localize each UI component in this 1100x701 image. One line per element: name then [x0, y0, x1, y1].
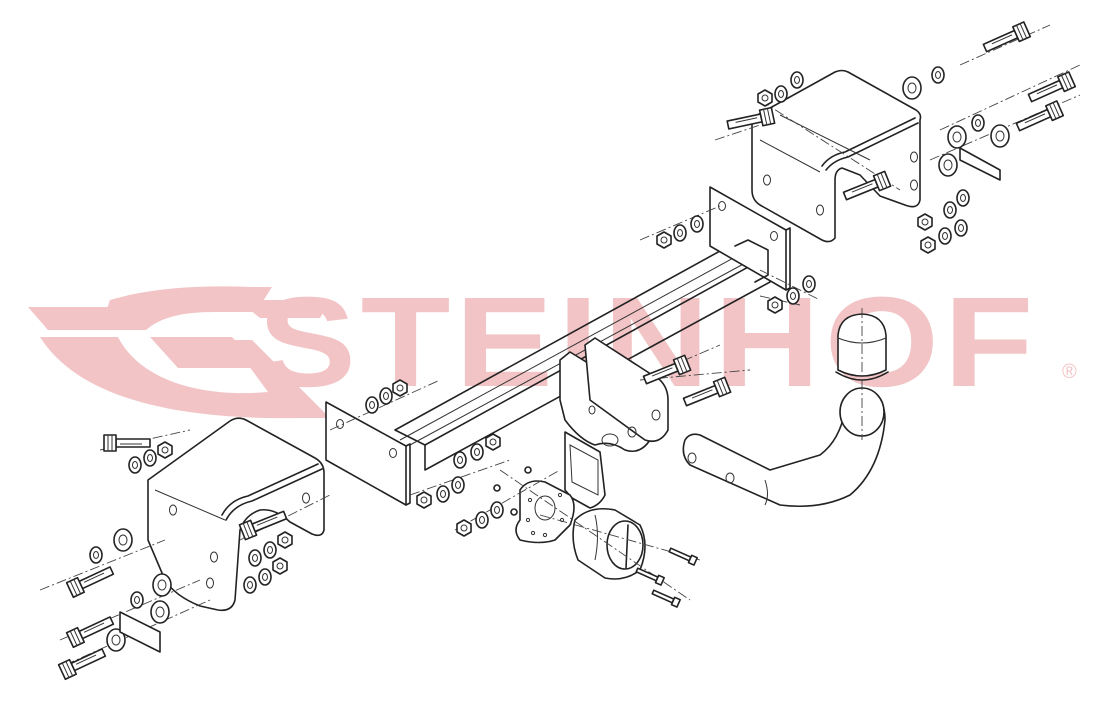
bolt-icon	[103, 434, 151, 452]
washer-icon	[490, 501, 504, 519]
washer-icon	[365, 396, 379, 414]
washer-icon	[451, 476, 465, 494]
washer-icon	[774, 85, 788, 103]
screw-icon	[650, 587, 682, 608]
nut-icon	[757, 89, 773, 107]
spacer-icon	[947, 125, 967, 149]
nut-icon	[767, 296, 783, 314]
electrical-socket	[572, 507, 646, 580]
center-receiver-plates	[559, 337, 669, 453]
spacer-icon	[152, 573, 172, 597]
bolt-icon	[980, 21, 1032, 57]
tow-ball-cap	[835, 308, 889, 440]
spacer-icon	[902, 76, 922, 100]
small-nut-icon	[493, 484, 501, 492]
washer-icon	[128, 456, 142, 474]
small-nut-icon	[524, 466, 532, 474]
socket-screws	[493, 466, 699, 608]
washer-icon	[673, 224, 687, 242]
nut-icon	[157, 441, 173, 459]
registered-mark: ®	[1062, 361, 1077, 383]
spacer-icon	[113, 528, 133, 552]
shim-plate-icon	[119, 611, 161, 653]
washer-icon	[971, 114, 985, 132]
left-end-plate	[325, 401, 411, 506]
screw-icon	[634, 565, 666, 586]
small-nut-icon	[510, 508, 518, 516]
washer-icon	[263, 541, 277, 559]
washer-icon	[943, 201, 957, 219]
washer-icon	[248, 549, 262, 567]
assembly-centerlines	[39, 24, 1081, 666]
washer-icon	[130, 591, 144, 609]
bolt-icon	[57, 644, 108, 681]
washer-icon	[938, 227, 952, 245]
shims	[119, 147, 1001, 653]
washer-icon	[243, 576, 257, 594]
washer-icon	[470, 443, 484, 461]
washer-icon	[143, 449, 157, 467]
steinhof-watermark: STEINHOF ®	[28, 271, 1077, 419]
washer-icon	[954, 219, 968, 237]
washer-icon	[475, 511, 489, 529]
bolt-icon	[1013, 100, 1065, 136]
nut-icon	[272, 557, 288, 575]
nut-icon	[656, 231, 672, 249]
washer-icon	[436, 485, 450, 503]
screw-icon	[667, 545, 699, 566]
left-mounting-bracket	[147, 417, 325, 612]
nut-icon	[920, 236, 936, 254]
spacer-icon	[990, 124, 1010, 148]
washer-icon	[786, 287, 800, 305]
washer-icon	[956, 189, 970, 207]
shim-plate-icon	[959, 147, 1001, 181]
nut-icon	[416, 491, 432, 509]
washer-icon	[802, 275, 816, 293]
right-end-plate	[709, 186, 791, 291]
socket-bracket	[515, 431, 606, 544]
spacer-icon	[938, 153, 958, 177]
nut-icon	[277, 531, 293, 549]
washer-icon	[453, 451, 467, 469]
steinhof-swoosh-icon	[28, 286, 330, 419]
washer-icon	[379, 387, 393, 405]
washer-icon	[690, 215, 704, 233]
washer-icon	[931, 66, 945, 84]
washer-icon	[258, 568, 272, 586]
bolt-icon	[65, 562, 116, 599]
nut-icon	[917, 213, 933, 231]
spacer-icon	[150, 600, 170, 624]
washer-icon	[89, 546, 103, 564]
nut-icon	[485, 433, 501, 451]
nut-icon	[392, 379, 408, 397]
washer-icon	[790, 71, 804, 89]
nut-icon	[456, 519, 472, 537]
